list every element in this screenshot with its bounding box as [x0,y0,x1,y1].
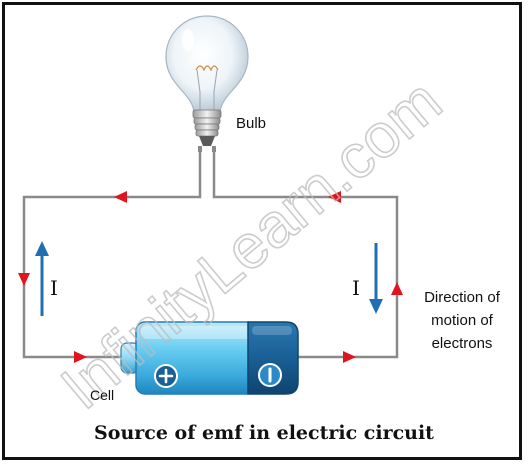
current-direction-arrows [35,241,383,316]
red-arrow-left-icon [328,191,341,203]
current-label-left: I [50,276,58,300]
red-arrow-right-icon [74,351,87,363]
diagram-caption: Source of emf in electric circuit [94,422,434,444]
red-arrow-up-icon [391,282,403,295]
red-arrow-left-icon [114,191,127,203]
battery-cell-icon [120,321,299,395]
light-bulb-icon [165,15,249,152]
direction-label-line3: electrons [431,335,493,352]
circuit-wires [22,150,399,359]
red-arrow-right-icon [343,351,356,363]
electron-direction-label: Direction of motion of electrons [402,286,522,355]
cell-label: Cell [90,387,115,403]
current-label-right: I [352,276,360,300]
wire-right [212,150,399,359]
red-arrow-down-icon [18,273,30,286]
direction-label-line1: Direction of [424,289,500,306]
electron-direction-arrows [18,191,403,363]
diagram-frame [2,2,522,460]
direction-label-line2: motion of [431,312,493,329]
wire-left [22,150,202,359]
bulb-label: Bulb [236,115,267,132]
